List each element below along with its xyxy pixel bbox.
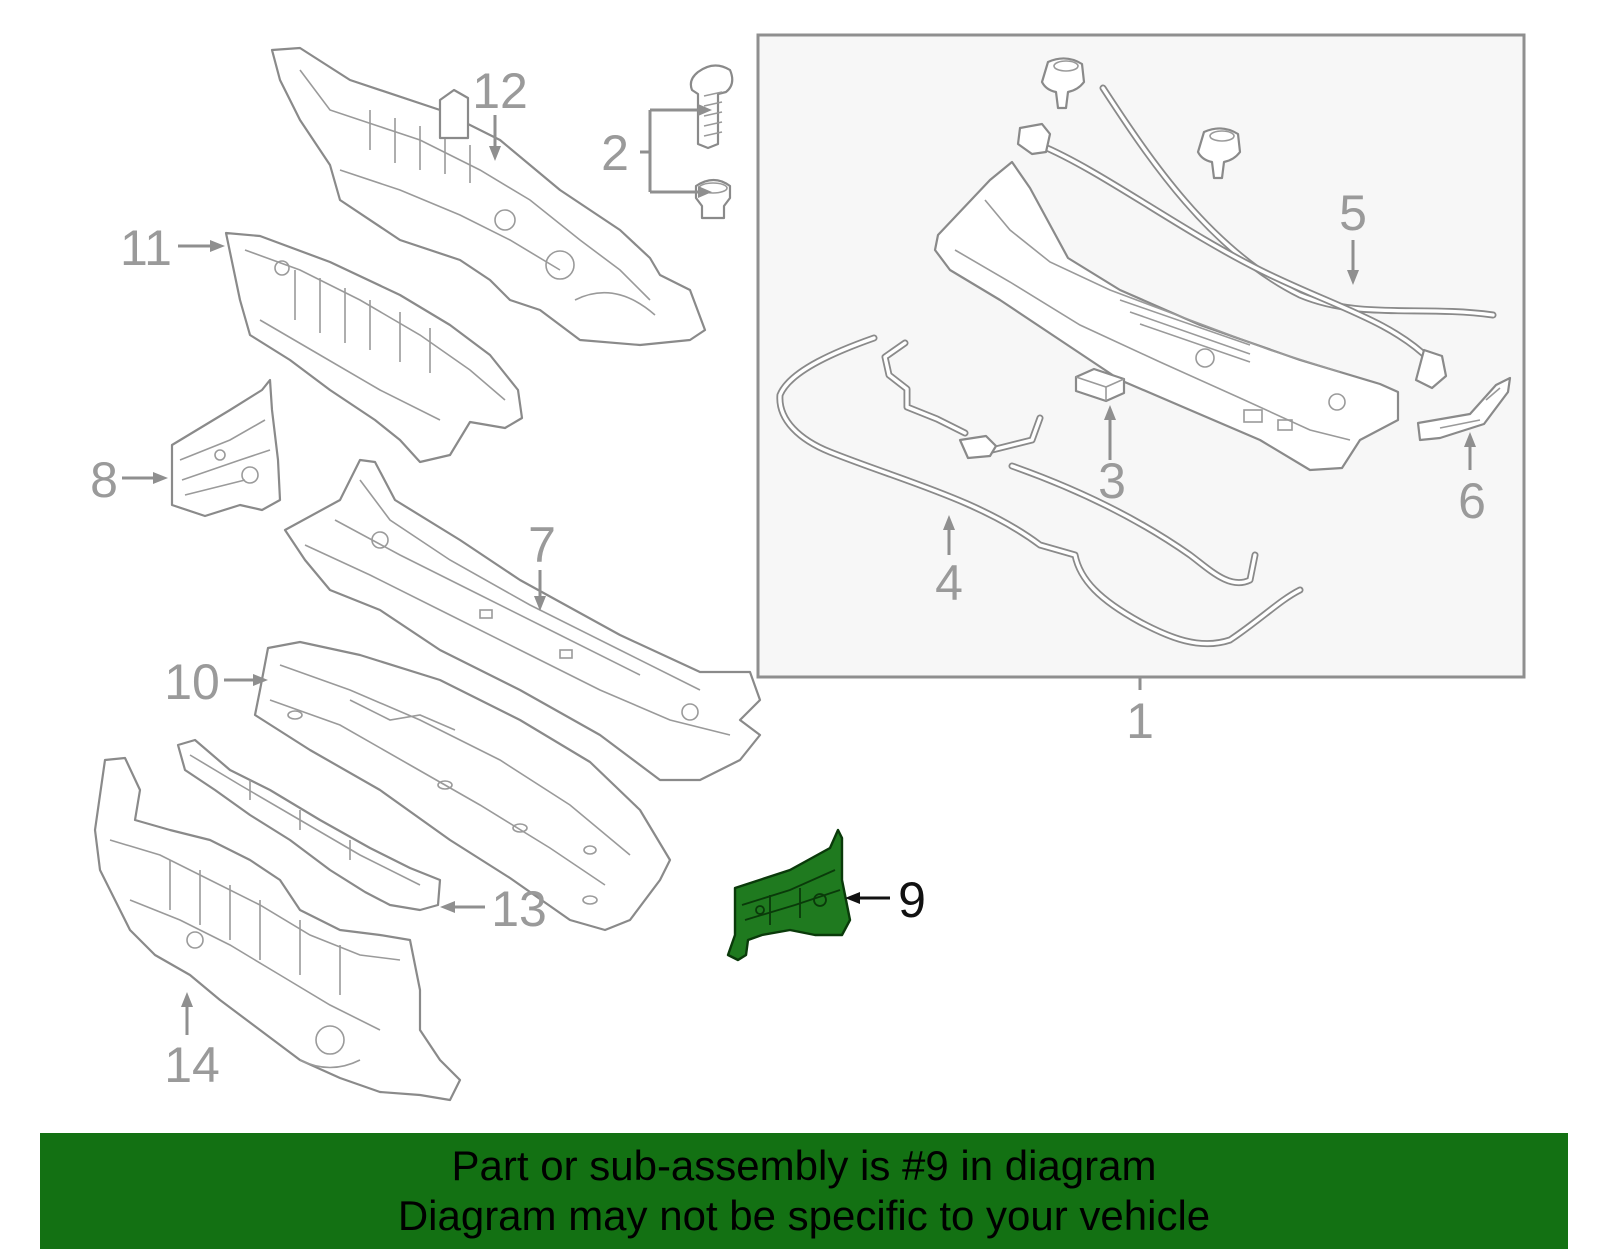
callout-3: 3: [1098, 453, 1126, 509]
part-10-cowl-lower[interactable]: [253, 640, 672, 932]
part-9-highlighted-bracket[interactable]: [726, 828, 852, 962]
part-12-dash-panel[interactable]: [270, 46, 707, 347]
leader-lines: [122, 104, 1476, 1035]
retainer-clip-mid[interactable]: [1196, 127, 1242, 180]
callout-9: 9: [898, 872, 926, 928]
callout-1: 1: [1126, 693, 1154, 749]
part-5-weatherstrip[interactable]: [1099, 84, 1497, 319]
callout-7: 7: [528, 517, 556, 573]
callout-12: 12: [472, 63, 528, 119]
callout-11: 11: [120, 220, 172, 276]
part-13-bracket[interactable]: [176, 738, 442, 912]
callout-2: 2: [601, 125, 629, 181]
part-4-seal[interactable]: [776, 334, 1304, 648]
part-11-panel[interactable]: [224, 231, 524, 464]
part-8-bracket[interactable]: [170, 378, 282, 518]
callout-13: 13: [491, 881, 547, 937]
part-2-nut[interactable]: [694, 178, 732, 220]
banner-line-disclaimer: Diagram may not be specific to your vehi…: [397, 1192, 1211, 1239]
washer-hose[interactable]: [1016, 122, 1448, 390]
callout-8: 8: [90, 452, 118, 508]
callout-6: 6: [1458, 473, 1486, 529]
part-6-bracket[interactable]: [1416, 376, 1512, 442]
part-3-pad[interactable]: [1074, 367, 1126, 403]
callout-5: 5: [1339, 185, 1367, 241]
callout-labels: 1 2 3 4 5 6 7 8 9 10 11 12 13 14: [90, 63, 1486, 1093]
part-14-dash-insulator[interactable]: [93, 756, 462, 1102]
cowl-top-panel[interactable]: [933, 160, 1400, 472]
part-2-bolt[interactable]: [689, 64, 734, 150]
banner-line-part-info: Part or sub-assembly is #9 in diagram: [451, 1142, 1157, 1189]
info-banner: Part or sub-assembly is #9 in diagram Di…: [40, 1133, 1568, 1249]
callout-4: 4: [935, 555, 963, 611]
retainer-clip-top[interactable]: [1040, 57, 1086, 110]
callout-14: 14: [164, 1037, 220, 1093]
part-7-cowl-panel[interactable]: [283, 458, 762, 782]
callout-10: 10: [164, 654, 220, 710]
